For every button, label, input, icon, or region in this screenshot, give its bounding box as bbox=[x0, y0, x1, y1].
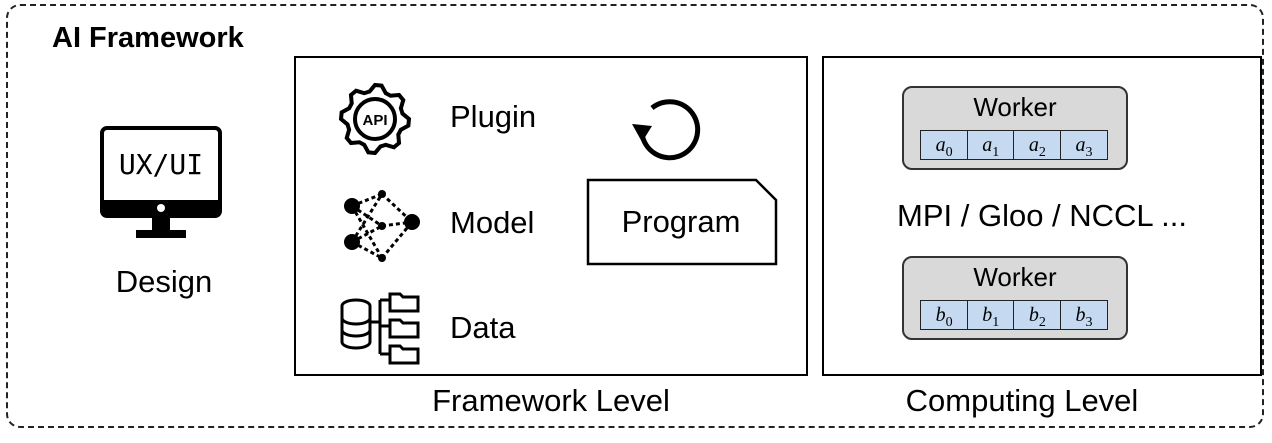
tensor-cell: a1 bbox=[966, 130, 1015, 160]
tensor-cells: b0 b1 b2 b3 bbox=[920, 300, 1108, 330]
tensor-cell: b1 bbox=[966, 300, 1015, 330]
model-label: Model bbox=[450, 205, 535, 240]
worker-label: Worker bbox=[973, 92, 1057, 122]
plugin-label: Plugin bbox=[450, 99, 537, 134]
data-label: Data bbox=[450, 310, 516, 345]
program-label: Program bbox=[621, 204, 741, 239]
tensor-cell: b3 bbox=[1059, 300, 1108, 330]
refresh-cycle-icon bbox=[632, 99, 701, 161]
neural-network-icon bbox=[344, 190, 420, 262]
design-label: Design bbox=[115, 264, 213, 299]
framework-level-caption: Framework Level bbox=[432, 383, 670, 418]
api-gear-icon: API bbox=[338, 82, 412, 156]
program-document bbox=[586, 178, 778, 266]
tensor-cell: b0 bbox=[920, 300, 969, 330]
worker-label: Worker bbox=[973, 262, 1057, 292]
tensor-cell: a0 bbox=[920, 130, 969, 160]
tensor-cell: a2 bbox=[1013, 130, 1062, 160]
tensor-cell: b2 bbox=[1013, 300, 1062, 330]
computing-level-caption: Computing Level bbox=[905, 383, 1139, 418]
worker-box: Worker a0 a1 a2 a3 bbox=[902, 86, 1128, 170]
ai-framework-container bbox=[6, 4, 1264, 428]
api-badge: API bbox=[362, 112, 387, 129]
diagram-title: AI Framework bbox=[52, 22, 244, 54]
database-tree-icon bbox=[340, 292, 420, 365]
tensor-cell: a3 bbox=[1059, 130, 1108, 160]
worker-box: Worker b0 b1 b2 b3 bbox=[902, 256, 1128, 340]
tensor-cells: a0 a1 a2 a3 bbox=[920, 130, 1108, 160]
screen-text: UX/UI bbox=[119, 148, 203, 181]
communication-backends: MPI / Gloo / NCCL ... bbox=[897, 198, 1187, 233]
monitor-icon: UX/UI bbox=[100, 126, 222, 238]
